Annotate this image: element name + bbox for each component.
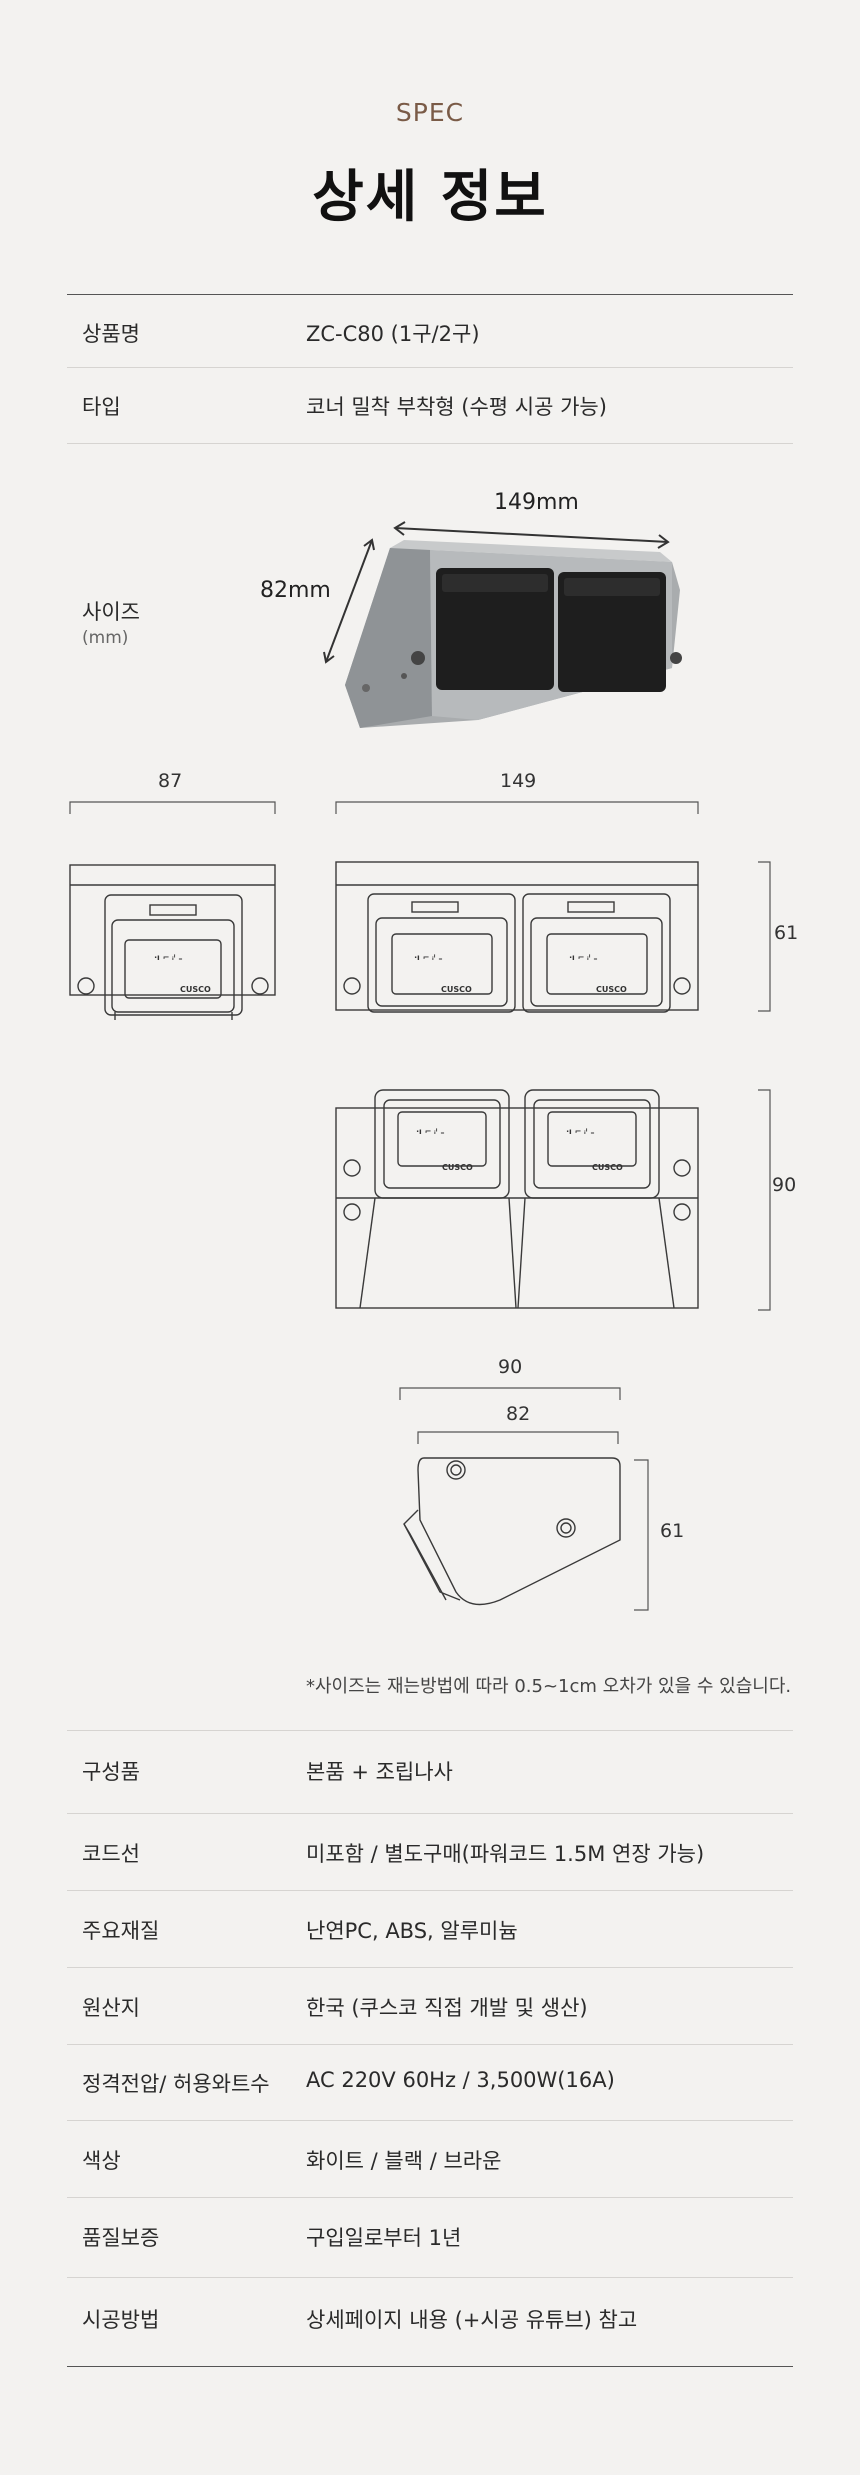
spec-value-cord: 미포함 / 별도구매(파워코드 1.5M 연장 가능) [306, 1842, 705, 1866]
spec-label-install: 시공방법 [82, 2308, 160, 2332]
spec-value-install: 상세페이지 내용 (+시공 유튜브) 참고 [306, 2308, 638, 2332]
brand-mark: CUSCO [180, 985, 211, 994]
table-top-rule [67, 294, 793, 295]
photo-width-label: 149mm [494, 490, 579, 515]
spec-value-rating: AC 220V 60Hz / 3,500W(16A) [306, 2068, 615, 2092]
table-bottom-rule [67, 2366, 793, 2367]
row-divider [67, 2044, 793, 2045]
dim-front-height: 61 [774, 922, 799, 944]
row-divider [67, 1813, 793, 1814]
spec-label-origin: 원산지 [82, 1996, 140, 2020]
svg-text:⋅ı ⌐ ᵢⁱ ₌: ⋅ı ⌐ ᵢⁱ ₌ [569, 953, 598, 962]
svg-text:CUSCO: CUSCO [596, 985, 627, 994]
row-divider [67, 2120, 793, 2121]
svg-text:CUSCO: CUSCO [442, 1163, 473, 1172]
row-divider [67, 1730, 793, 1731]
spec-value-material: 난연PC, ABS, 알루미늄 [306, 1919, 518, 1943]
dim-front-width: 149 [500, 770, 537, 792]
row-divider [67, 2197, 793, 2198]
page-title: 상세 정보 [312, 165, 548, 230]
spec-value-type: 코너 밀착 부착형 (수평 시공 가능) [306, 395, 607, 419]
row-divider [67, 367, 793, 368]
svg-text:⋅ı ⌐ ᵢⁱ ₌: ⋅ı ⌐ ᵢⁱ ₌ [416, 1127, 445, 1136]
spec-label-material: 주요재질 [82, 1919, 160, 1943]
photo-depth-label: 82mm [260, 578, 331, 603]
spec-label-product-name: 상품명 [82, 322, 140, 346]
svg-text:⋅ı ⌐ ᵢⁱ ₌: ⋅ı ⌐ ᵢⁱ ₌ [566, 1127, 595, 1136]
spec-label-type: 타입 [82, 395, 121, 419]
size-unit: (mm) [82, 628, 129, 648]
row-divider [67, 443, 793, 444]
spec-label-rating: 정격전압/ 허용와트수 [82, 2072, 270, 2096]
spec-label-warranty: 품질보증 [82, 2226, 160, 2250]
dim-front-side-width: 87 [158, 770, 183, 792]
dim-top-height: 90 [772, 1174, 797, 1196]
spec-label-cord: 코드선 [82, 1842, 140, 1866]
row-divider [67, 1890, 793, 1891]
svg-text:CUSCO: CUSCO [441, 985, 472, 994]
spec-value-color: 화이트 / 블랙 / 브라운 [306, 2149, 502, 2173]
dim-side-height: 61 [660, 1520, 685, 1542]
row-divider [67, 2277, 793, 2278]
spec-value-components: 본품 + 조립나사 [306, 1760, 453, 1784]
svg-text:CUSCO: CUSCO [592, 1163, 623, 1172]
dim-side-inner: 82 [506, 1403, 531, 1425]
spec-value-origin: 한국 (쿠스코 직접 개발 및 생산) [306, 1996, 588, 2020]
spec-label-components: 구성품 [82, 1760, 140, 1784]
spec-value-product-name: ZC-C80 (1구/2구) [306, 322, 480, 346]
svg-text:⋅ı ⌐ ᵢⁱ ₌: ⋅ı ⌐ ᵢⁱ ₌ [154, 953, 183, 962]
spec-label-color: 색상 [82, 2149, 121, 2173]
row-divider [67, 1967, 793, 1968]
dim-side-outer: 90 [498, 1356, 523, 1378]
spec-label-size: 사이즈 [82, 600, 140, 624]
spec-value-warranty: 구입일로부터 1년 [306, 2226, 462, 2250]
size-note: *사이즈는 재는방법에 따라 0.5~1cm 오차가 있을 수 있습니다. [306, 1676, 792, 1697]
svg-text:⋅ı ⌐ ᵢⁱ ₌: ⋅ı ⌐ ᵢⁱ ₌ [414, 953, 443, 962]
section-eyebrow: SPEC [395, 98, 465, 127]
